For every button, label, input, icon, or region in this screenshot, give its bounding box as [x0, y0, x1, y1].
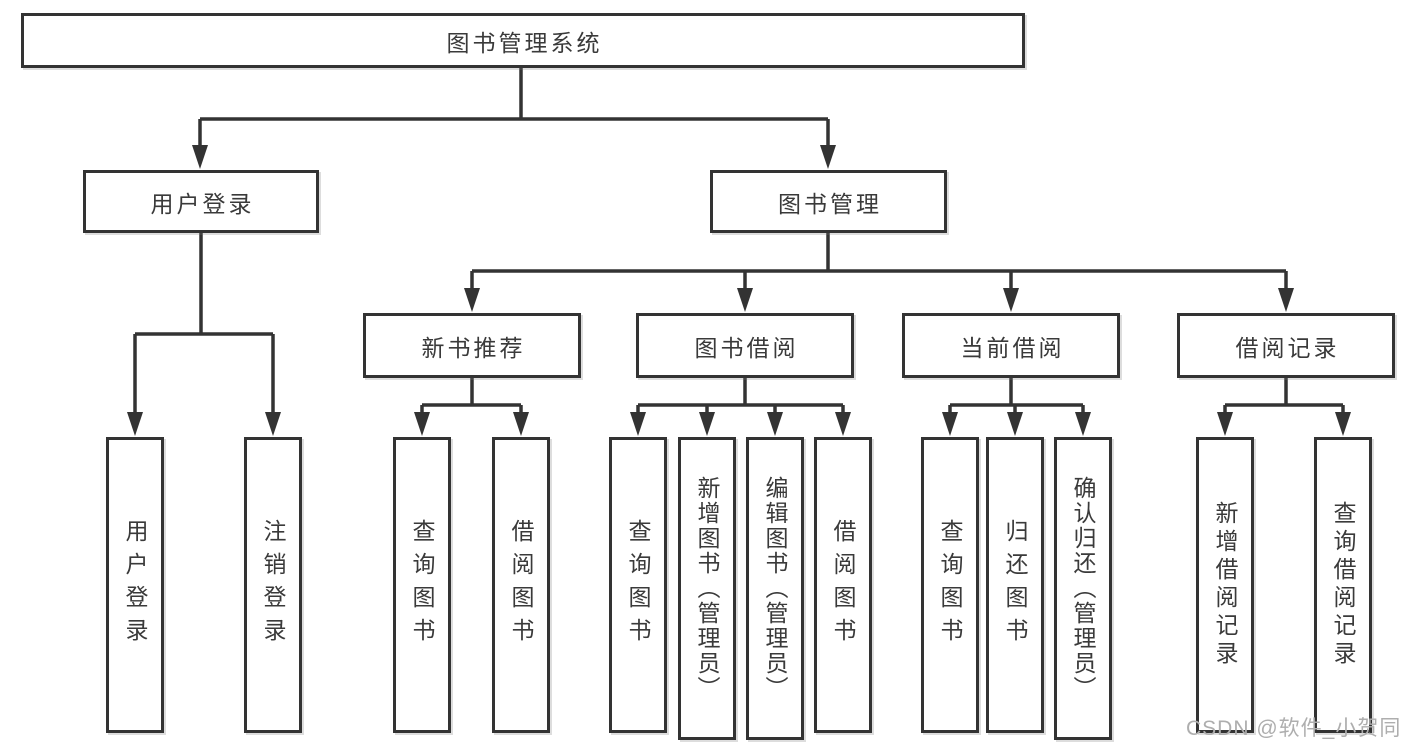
- leaf-edit-book-admin: 编辑图书（管理员）: [746, 437, 804, 740]
- arrowheads: [127, 145, 1351, 436]
- node-book-borrow: 图书借阅: [636, 313, 854, 378]
- leaf-add-borrow-record: 新增借阅记录: [1196, 437, 1254, 733]
- leaf-logout: 注销登录: [244, 437, 302, 733]
- node-book-management: 图书管理: [710, 170, 947, 233]
- leaf-query-borrow-record: 查询借阅记录: [1314, 437, 1372, 733]
- leaf-return-book: 归还图书: [986, 437, 1044, 733]
- node-root: 图书管理系统: [21, 13, 1025, 68]
- watermark: CSDN @软件_小贺同学: [1186, 717, 1402, 740]
- node-new-book-recommend: 新书推荐: [363, 313, 581, 378]
- leaf-query-books-recommend: 查询图书: [393, 437, 451, 733]
- node-borrow-records: 借阅记录: [1177, 313, 1395, 378]
- leaf-borrow-books-borrow: 借阅图书: [814, 437, 872, 733]
- leaf-add-book-admin: 新增图书（管理员）: [678, 437, 736, 740]
- leaf-confirm-return-admin: 确认归还（管理员）: [1054, 437, 1112, 740]
- leaf-user-login: 用户登录: [106, 437, 164, 733]
- leaf-borrow-books-recommend: 借阅图书: [492, 437, 550, 733]
- leaf-query-books-current: 查询图书: [921, 437, 979, 733]
- node-current-borrow: 当前借阅: [902, 313, 1120, 378]
- leaf-query-books-borrow: 查询图书: [609, 437, 667, 733]
- node-user-login: 用户登录: [83, 170, 319, 233]
